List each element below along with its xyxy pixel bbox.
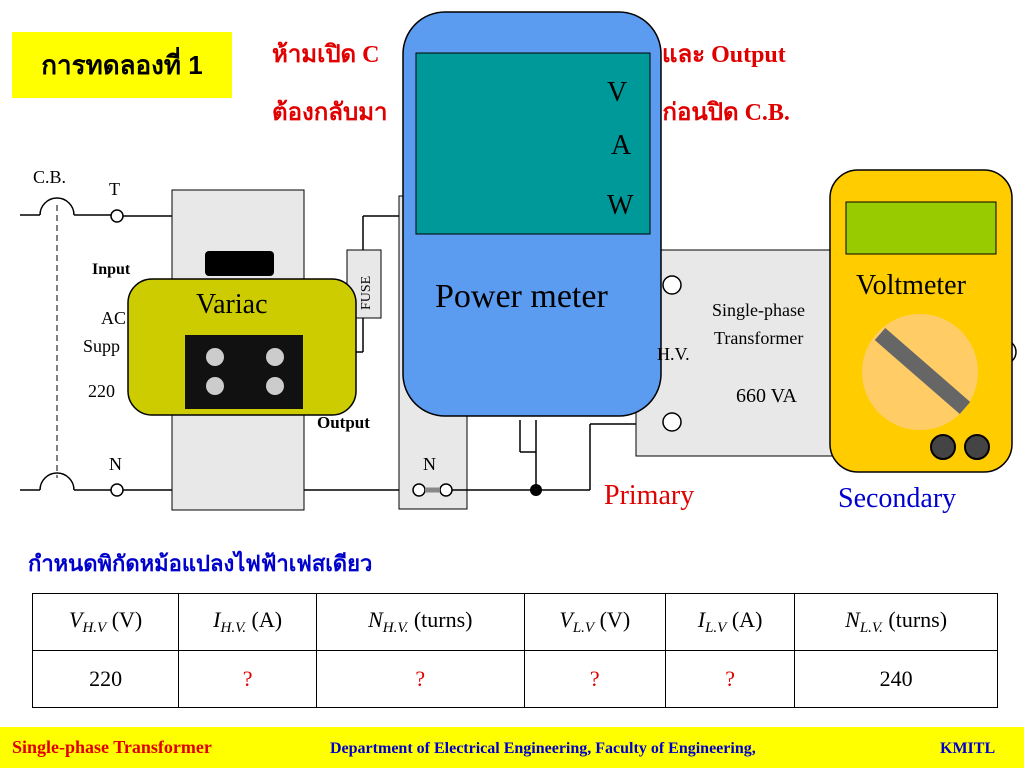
power-meter-screen — [415, 52, 651, 235]
spec-title: กำหนดพิกัดหม้อแปลงไฟฟ้าเฟสเดียว — [28, 551, 373, 576]
n-label-left: N — [109, 454, 122, 474]
primary-label: Primary — [604, 480, 694, 511]
warning-line2-end: อก่อนปิด C.B. — [648, 100, 790, 126]
footer-middle: Department of Electrical Engineering, Fa… — [330, 740, 756, 757]
header-vhv: VH.V (V) — [31, 593, 180, 651]
supply-label: Supp — [83, 336, 120, 356]
spec-table: VH.V (V) IH.V. (A) NH.V. (turns) VL.V (V… — [31, 593, 998, 708]
terminal-t — [110, 209, 124, 223]
voltmeter-probe-socket-1 — [930, 434, 956, 460]
t-label: T — [109, 179, 120, 199]
header-vlv: VL.V (V) — [523, 593, 666, 651]
cb-top-contact — [39, 197, 75, 216]
meter-w-label: W — [607, 190, 634, 221]
spec-value-row: 220 ? ? ? ? 240 — [31, 650, 998, 708]
header-ilv: IL.V (A) — [664, 593, 796, 651]
power-meter-label: Power meter — [435, 278, 608, 315]
voltage-label: 220 — [88, 381, 115, 401]
header-ihv: IH.V. (A) — [178, 593, 317, 651]
warning-line1-end: และ Output — [662, 42, 786, 68]
terminal-n-mid-a — [412, 483, 426, 497]
footer-bar — [0, 727, 1024, 768]
ac-label: AC — [101, 308, 126, 328]
transformer-line2: Transformer — [714, 328, 803, 348]
terminal-n-left — [110, 483, 124, 497]
hv-terminal-top — [662, 275, 682, 295]
value-vhv: 220 — [31, 650, 180, 708]
transformer-rating: 660 VA — [736, 385, 798, 407]
meter-v-label: V — [607, 77, 627, 108]
warning-line2-start: ต้องกลับมา — [272, 100, 388, 126]
voltmeter-screen — [845, 201, 997, 255]
spec-header-row: VH.V (V) IH.V. (A) NH.V. (turns) VL.V (V… — [31, 593, 998, 651]
variac-socket — [185, 335, 303, 409]
secondary-label: Secondary — [838, 483, 956, 514]
voltmeter-label: Voltmeter — [856, 270, 967, 301]
voltmeter-needle — [874, 327, 971, 415]
terminal-n-mid-b — [439, 483, 453, 497]
variac-knob — [205, 251, 274, 276]
value-ihv: ? — [178, 650, 317, 708]
hv-terminal-bottom — [662, 412, 682, 432]
hv-label: H.V. — [657, 344, 690, 364]
value-vlv: ? — [523, 650, 666, 708]
header-nhv: NH.V. (turns) — [316, 593, 525, 651]
n-label-mid: N — [423, 454, 436, 474]
voltmeter-probe-socket-2 — [964, 434, 990, 460]
input-label: Input — [92, 261, 131, 278]
value-nlv: 240 — [794, 650, 998, 708]
footer-right: KMITL — [940, 740, 996, 757]
cb-bottom-contact — [39, 472, 75, 491]
page-title: การทดลองที่ 1 — [12, 32, 232, 98]
variac-label: Variac — [196, 289, 268, 320]
cb-label: C.B. — [33, 167, 66, 187]
output-label: Output — [317, 413, 370, 432]
value-ilv: ? — [664, 650, 796, 708]
circuit-diagram: C.B. T N N Input AC Supp 220 Output FUSE… — [20, 11, 1017, 514]
meter-a-label: A — [611, 130, 632, 161]
value-nhv: ? — [316, 650, 525, 708]
footer-left: Single-phase Transformer — [12, 737, 212, 757]
transformer-line1: Single-phase — [712, 300, 805, 320]
fuse-label: FUSE — [359, 276, 374, 310]
warning-line1-start: ห้ามเปิด C — [272, 42, 380, 68]
header-nlv: NL.V. (turns) — [794, 593, 998, 651]
